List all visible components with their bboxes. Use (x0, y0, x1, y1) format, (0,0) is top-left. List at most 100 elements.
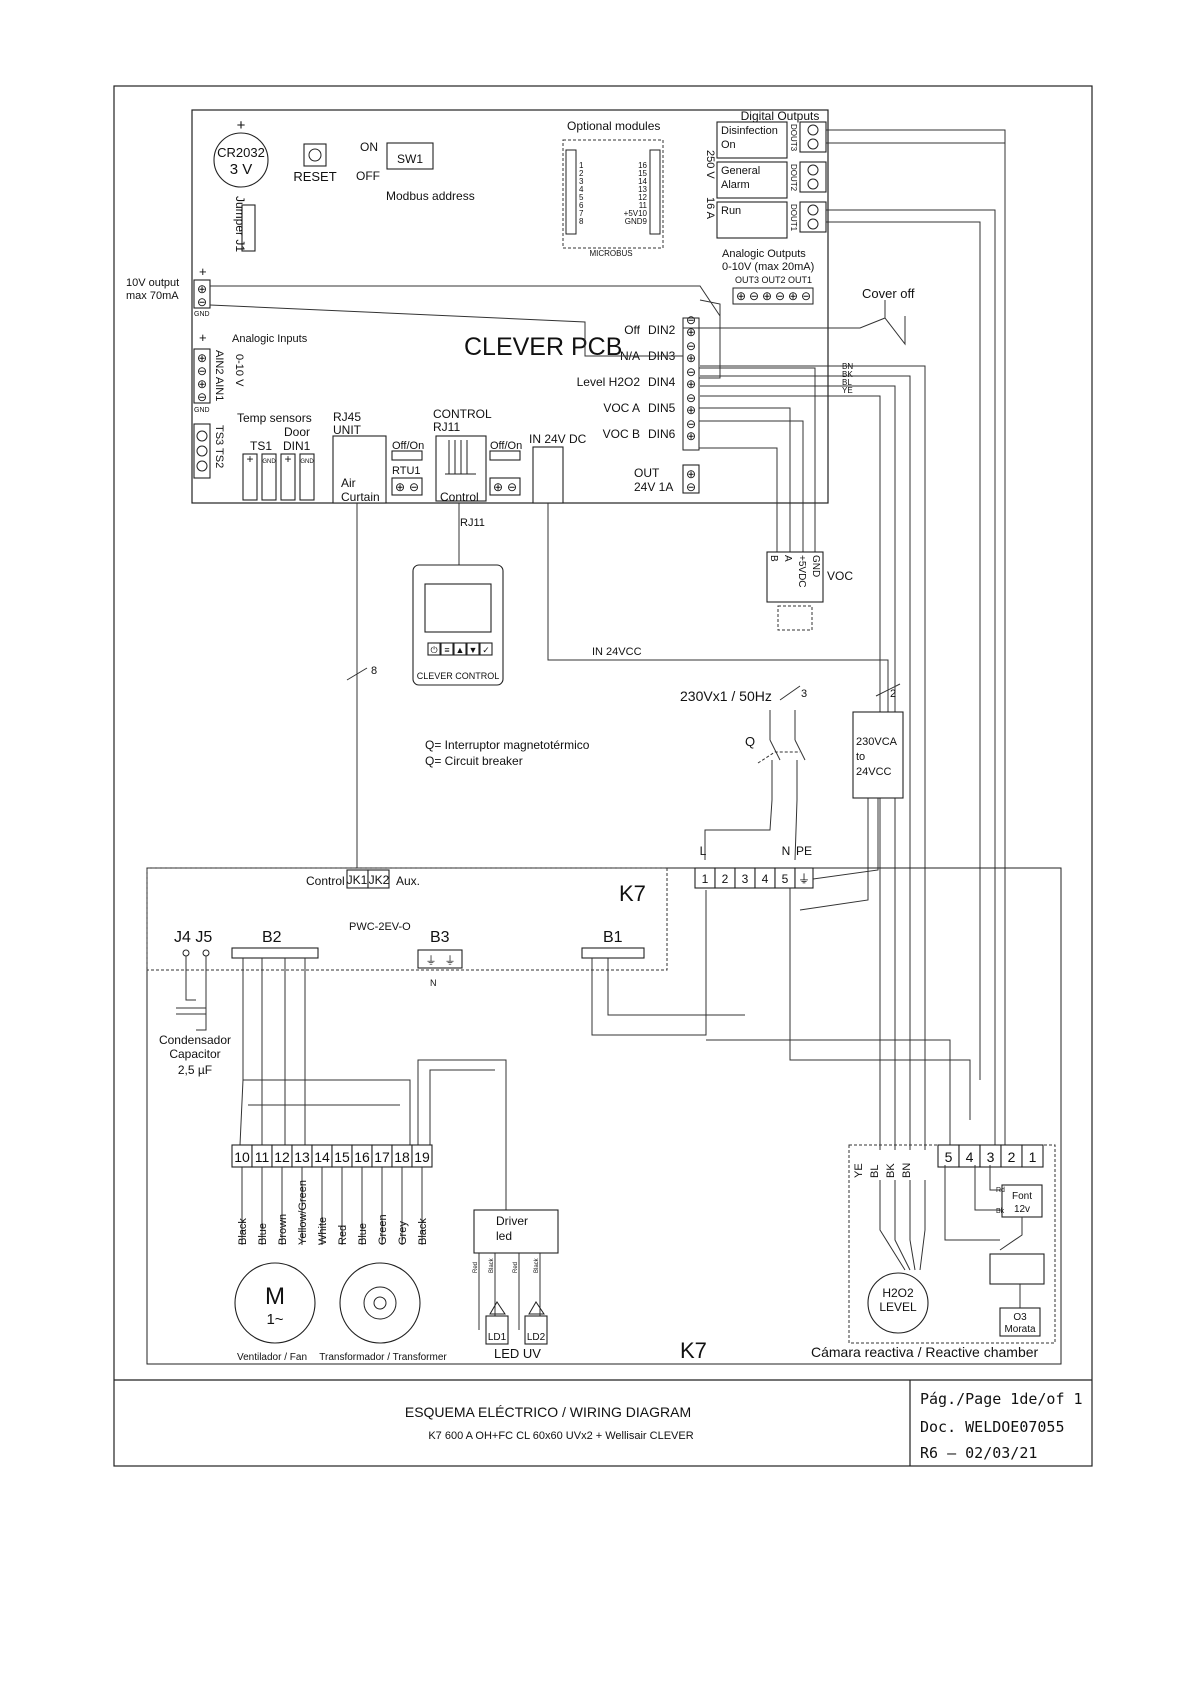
control-rj11-label-1: CONTROL (433, 407, 492, 421)
title-page: Pág./Page 1de/of 1 (920, 1390, 1083, 1408)
dout-label: General (721, 165, 760, 177)
rtu-offon: Off/On (392, 440, 424, 452)
microbus-pin-left: 3 (579, 177, 584, 186)
battery-voltage: 3 V (230, 161, 253, 178)
capacitor-en: Capacitor (169, 1047, 220, 1061)
bus-wire-color: BK (842, 370, 853, 379)
svg-text:▲: ▲ (456, 645, 465, 655)
svg-text:⊕: ⊕ (686, 429, 696, 443)
jumper-j1 (241, 204, 256, 252)
k7-title: K7 (619, 881, 646, 906)
din1-label: DIN1 (283, 439, 311, 453)
out10v-plus: + (199, 264, 207, 279)
out10v-gnd: GND (194, 311, 210, 318)
sw1-dip-switch (386, 142, 434, 170)
k7-model: PWC-2EV-O (349, 921, 411, 933)
door-label: Door (284, 425, 310, 439)
ts-codes: TS3 TS2 (213, 425, 225, 468)
aout-terminal: ⊕ (736, 289, 746, 303)
voc-pin-label: +5VDC (796, 555, 807, 588)
aux-label: Aux. (396, 874, 420, 888)
dout-relay (716, 161, 788, 199)
o3-label-1: O3 (1013, 1312, 1027, 1323)
strip-terminal-number: 16 (354, 1149, 370, 1165)
analog-outputs-label: Analogic Outputs (722, 248, 806, 260)
b3-n-label: N (430, 978, 437, 988)
strip-terminal-number: 15 (334, 1149, 350, 1165)
reset-label: RESET (293, 169, 336, 184)
breaker-q-label: Q (745, 734, 755, 749)
voc-pin-label: B (768, 555, 779, 562)
svg-text:⊕: ⊕ (197, 351, 207, 365)
microbus-pin-right: 14 (638, 177, 647, 186)
led-ld1 (485, 1315, 509, 1345)
k7-terminal-number: 2 (722, 872, 729, 886)
microbus-pin-left: 7 (579, 209, 584, 218)
svg-text:⊕: ⊕ (197, 282, 207, 296)
battery-icon (213, 132, 269, 188)
digital-outputs-label: Digital Outputs (741, 109, 820, 123)
ld2-label: LD2 (527, 1332, 546, 1343)
controller-key (440, 642, 454, 656)
jk1-label: JK1 (347, 873, 368, 887)
ain-gnd: GND (194, 407, 210, 414)
strip-wire-color: Red (337, 1225, 349, 1245)
svg-text:▼: ▼ (469, 645, 478, 655)
h2o2-label-2: LEVEL (879, 1300, 917, 1314)
bus-wire-color: BL (842, 378, 852, 387)
k7-terminal-head: N (782, 844, 791, 858)
transformer-label: Transformador / Transformer (319, 1352, 447, 1363)
analog-codes: OUT3 OUT2 OUT1 (735, 275, 812, 285)
dout-terminal (799, 201, 827, 233)
drawing-frame (113, 85, 1093, 1467)
clever-pcb: + CR2032 3 V RESET ON OFF SW1 Modbus add… (126, 109, 829, 504)
svg-text:⏚: ⏚ (798, 872, 810, 886)
svg-text:⊖: ⊖ (686, 391, 696, 405)
temp-terminal (242, 453, 258, 501)
svg-text:⊖: ⊖ (686, 417, 696, 431)
temp-terminal (280, 453, 296, 501)
din-row-label: Level H2O2 (577, 375, 641, 389)
j4j5-label: J4 J5 (174, 929, 212, 946)
rj45-label: RJ45 (333, 410, 361, 424)
control-rj11-label-2: RJ11 (433, 420, 460, 434)
din-row-label: VOC A (603, 401, 640, 415)
microbus-pin-left: 2 (579, 169, 584, 178)
temp-terminal (261, 453, 277, 501)
title-main: ESQUEMA ELÉCTRICO / WIRING DIAGRAM (405, 1404, 691, 1420)
microbus-pin-left: 8 (579, 217, 584, 226)
microbus-pin-right: 12 (638, 193, 647, 202)
modbus-label: Modbus address (386, 189, 475, 203)
controller-key (479, 642, 493, 656)
battery-label: CR2032 (217, 145, 265, 160)
svg-text:+: + (284, 452, 291, 466)
chamber-wire-label: BK (885, 1163, 897, 1178)
svg-text:+: + (246, 452, 253, 466)
strip-wire-color: Blue (257, 1223, 269, 1245)
motor-sub: 1~ (266, 1311, 283, 1328)
in24vdc-label: IN 24V DC (529, 432, 587, 446)
strip-wire-color: Black (237, 1218, 249, 1245)
strip-terminal-number: 10 (234, 1149, 250, 1165)
analog-range: 0-10V (max 20mA) (722, 261, 814, 273)
aout-terminal: ⊕ (788, 289, 798, 303)
chamber-terminal-number: 3 (987, 1149, 995, 1165)
voc-label: VOC (827, 569, 853, 583)
dout-label: Disinfection (721, 125, 778, 137)
strip-wire-color: Yellow/Green (297, 1180, 309, 1245)
pcb-outline (191, 109, 829, 504)
dout-terminal (799, 121, 827, 153)
svg-text:⏚: ⏚ (445, 954, 456, 967)
chamber-terminal-number: 4 (966, 1149, 974, 1165)
strip-terminal-number: 17 (374, 1149, 390, 1165)
dout-relay (716, 201, 788, 239)
psu-230vca-24vcc (852, 711, 904, 799)
controller-key (427, 642, 441, 656)
strip-wire-color: Brown (277, 1214, 289, 1245)
svg-text:⊕: ⊕ (686, 467, 696, 481)
reset-button (303, 143, 327, 167)
svg-text:⏻: ⏻ (430, 645, 437, 655)
aout-terminal: ⊖ (801, 289, 811, 303)
svg-text:⏚: ⏚ (426, 954, 437, 967)
